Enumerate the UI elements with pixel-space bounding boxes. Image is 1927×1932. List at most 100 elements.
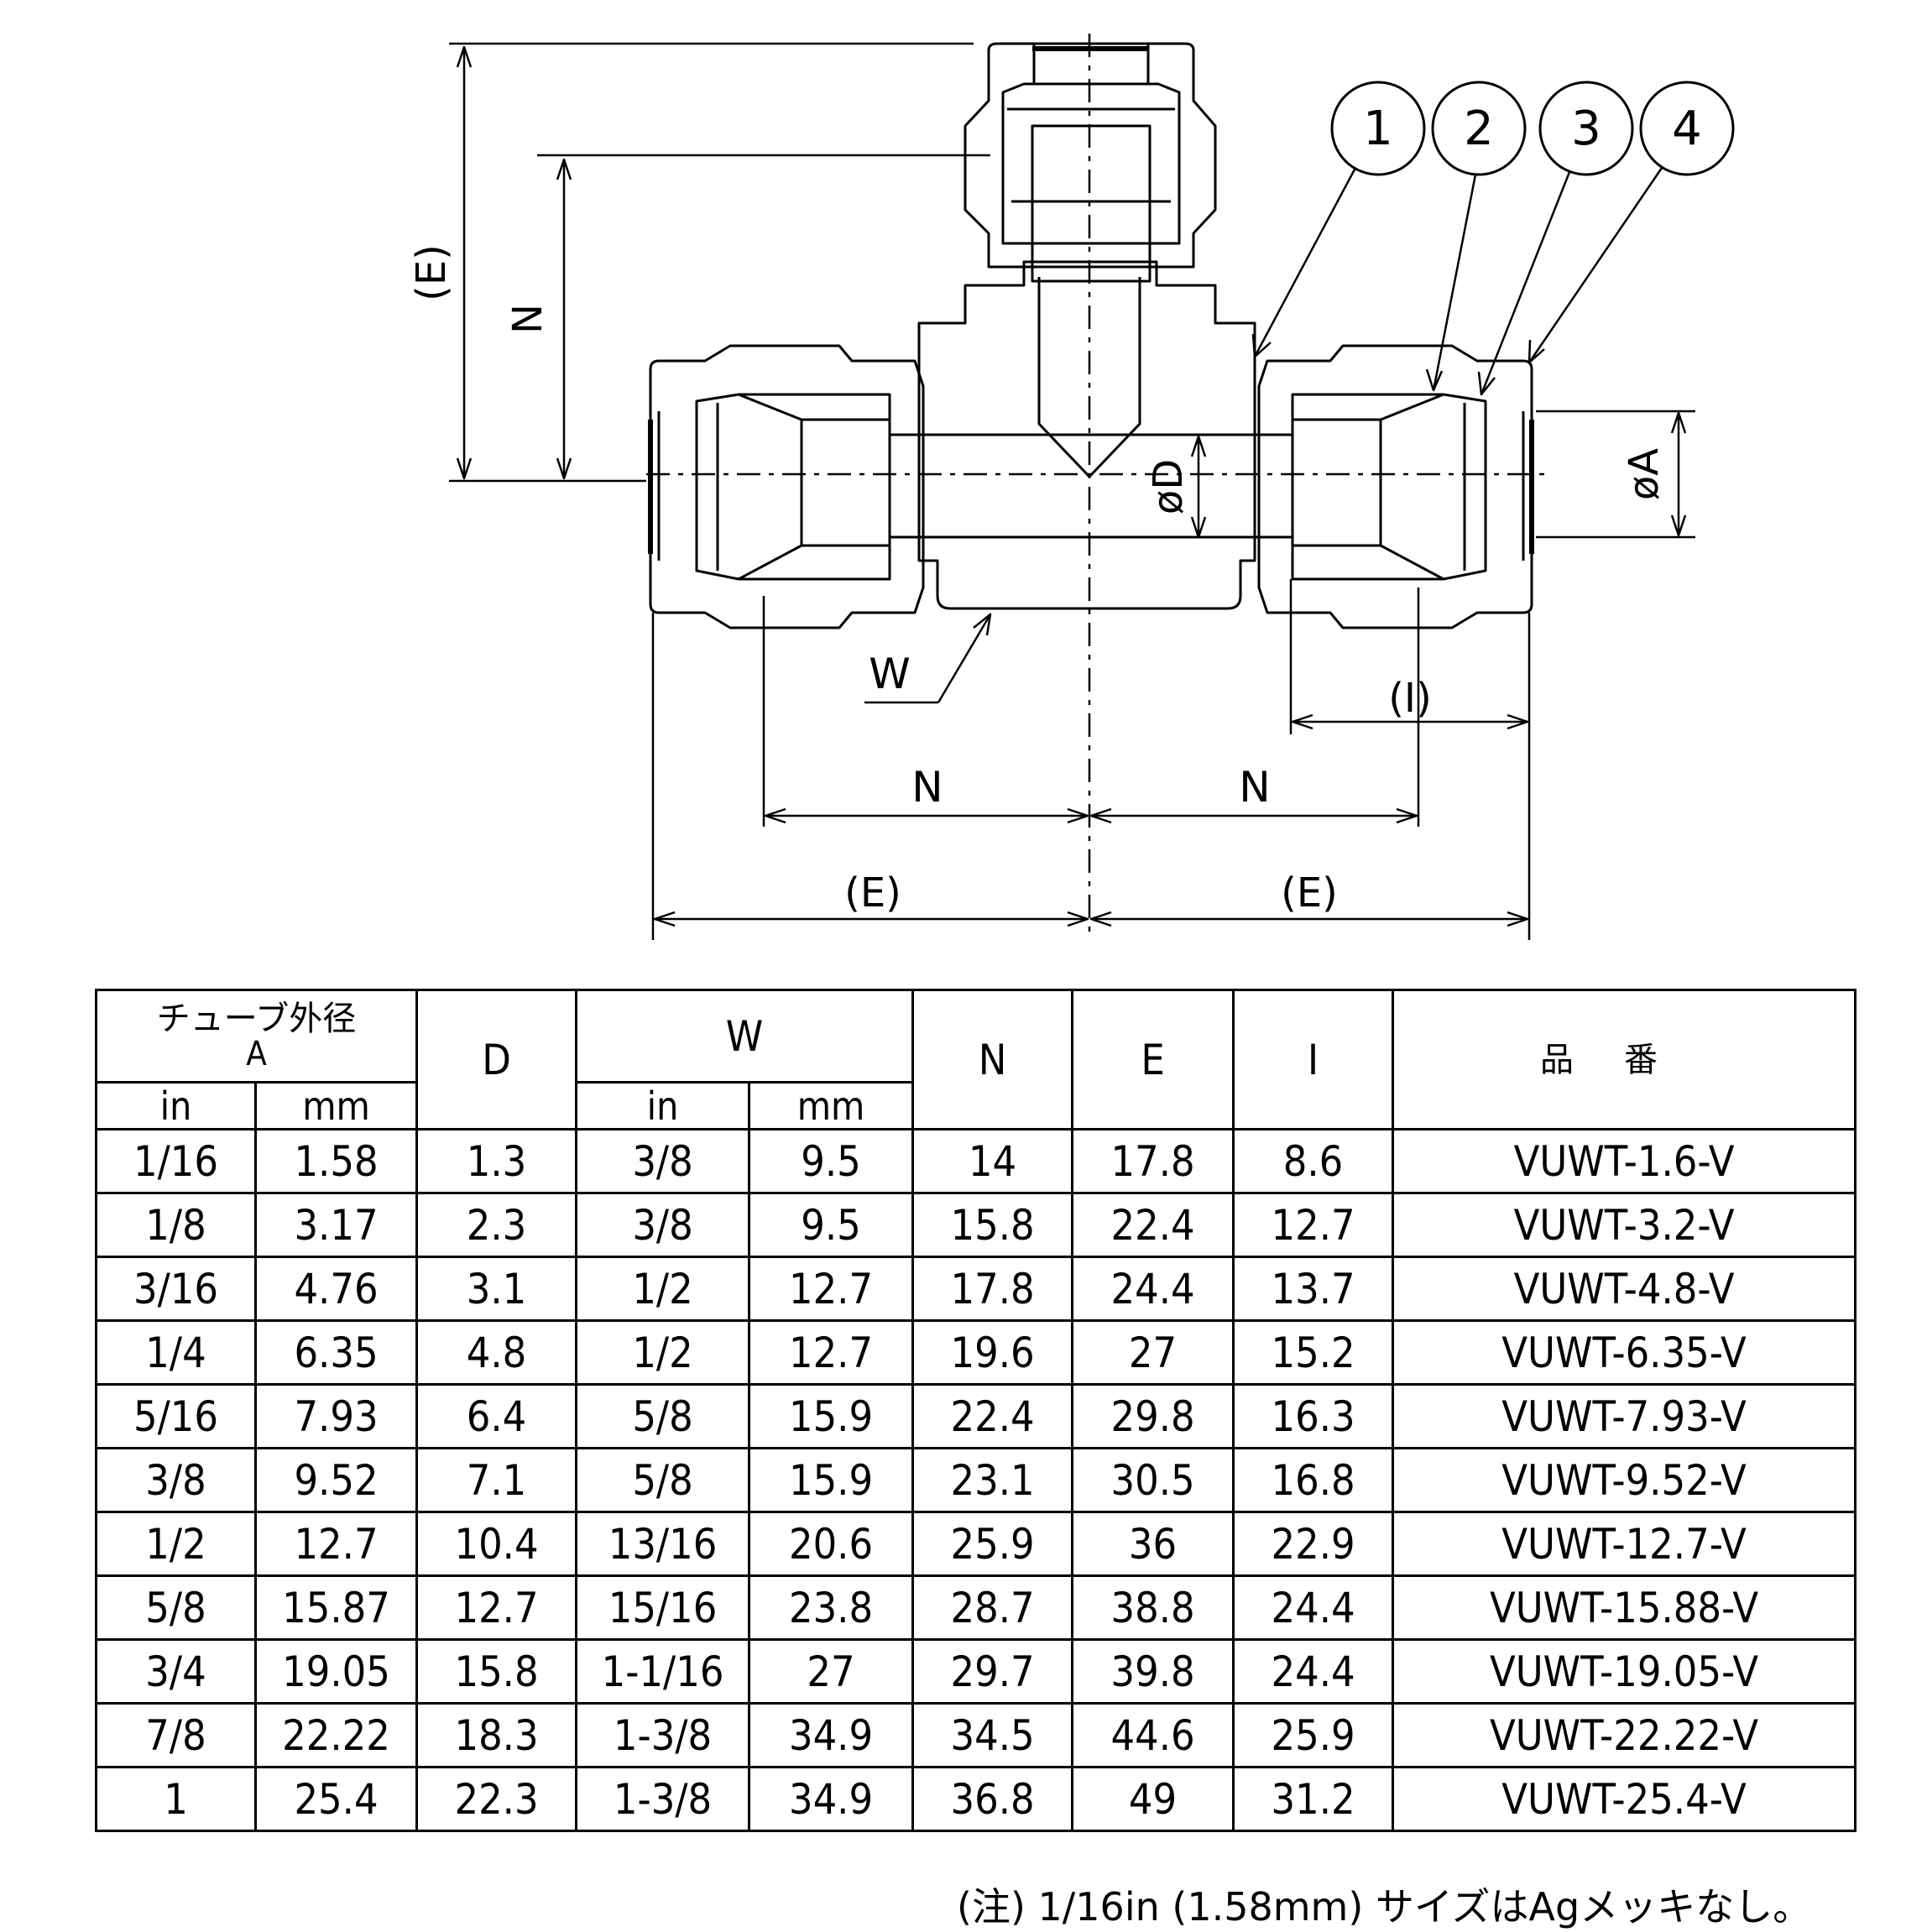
cell-w-in: 1/2: [575, 1256, 751, 1322]
cell-n: 14: [911, 1128, 1074, 1194]
cell-n: 15.8: [911, 1192, 1074, 1258]
header-I: I: [1232, 989, 1395, 1130]
cell-a-mm: 1.58: [253, 1128, 419, 1194]
top-nut: [964, 42, 1217, 283]
footnote: (注) 1/16in (1.58mm) サイズはAgメッキなし。: [957, 1884, 1812, 1929]
svg-text:1: 1: [1363, 102, 1393, 156]
cell-part-no: VUWT-22.22-V: [1392, 1702, 1857, 1768]
center-lines: [646, 34, 1544, 936]
dimension-table: チューブ外径 A D W N E I 品番 in mm in mm 1/16 1…: [94, 989, 1857, 1832]
cell-i: 24.4: [1232, 1638, 1395, 1705]
header-D: D: [415, 989, 578, 1130]
cell-a-mm: 12.7: [253, 1511, 419, 1577]
cell-e: 27: [1071, 1319, 1235, 1386]
cell-i: 25.9: [1232, 1702, 1395, 1768]
cell-i: 16.8: [1232, 1447, 1395, 1513]
left-nut: [648, 344, 925, 629]
header-w-mm: mm: [748, 1081, 915, 1130]
cell-a-in: 1/8: [95, 1192, 257, 1258]
cell-e: 24.4: [1071, 1256, 1235, 1322]
cell-a-in: 5/8: [95, 1574, 257, 1641]
cell-a-mm: 7.93: [253, 1383, 419, 1449]
right-nut: [1257, 344, 1534, 629]
label-E-vertical: (E): [408, 244, 455, 301]
cell-d: 10.4: [415, 1511, 578, 1577]
cell-i: 12.7: [1232, 1192, 1395, 1258]
tee-body: [917, 260, 1256, 610]
cell-w-in: 15/16: [575, 1574, 751, 1641]
table-row: 5/8 15.87 12.7 15/16 23.8 28.7 38.8 24.4…: [95, 1574, 1857, 1641]
cell-i: 31.2: [1232, 1766, 1395, 1832]
cell-a-in: 1/2: [95, 1511, 257, 1577]
cell-w-in: 5/8: [575, 1447, 751, 1513]
cell-part-no: VUWT-25.4-V: [1392, 1766, 1857, 1832]
header-W: W: [575, 989, 915, 1083]
cell-w-mm: 27: [748, 1638, 915, 1705]
extension-lines: [449, 42, 1695, 940]
cell-a-in: 1/4: [95, 1319, 257, 1386]
cell-a-in: 1/16: [95, 1128, 257, 1194]
cell-w-mm: 9.5: [748, 1192, 915, 1258]
table-row: 7/8 22.22 18.3 1-3/8 34.9 34.5 44.6 25.9…: [95, 1702, 1857, 1768]
cell-d: 18.3: [415, 1702, 578, 1768]
cell-e: 17.8: [1071, 1128, 1235, 1194]
cell-n: 29.7: [911, 1638, 1074, 1705]
cell-n: 23.1: [911, 1447, 1074, 1513]
cell-part-no: VUWT-12.7-V: [1392, 1511, 1857, 1577]
cell-i: 8.6: [1232, 1128, 1395, 1194]
cell-part-no: VUWT-15.88-V: [1392, 1574, 1857, 1641]
cell-n: 34.5: [911, 1702, 1074, 1768]
cell-e: 44.6: [1071, 1702, 1235, 1768]
table-row: 1 25.4 22.3 1-3/8 34.9 36.8 49 31.2 VUWT…: [95, 1766, 1857, 1832]
cell-part-no: VUWT-19.05-V: [1392, 1638, 1857, 1705]
balloon-1: 1: [1251, 81, 1426, 358]
cell-a-in: 1: [95, 1766, 257, 1832]
balloon-3: 3: [1477, 81, 1634, 396]
cell-a-mm: 22.22: [253, 1702, 419, 1768]
header-a-in: in: [95, 1081, 257, 1130]
cell-i: 22.9: [1232, 1511, 1395, 1577]
cell-part-no: VUWT-7.93-V: [1392, 1383, 1857, 1449]
label-phiA: øA: [1621, 448, 1668, 500]
cell-a-in: 5/16: [95, 1383, 257, 1449]
dimension-lines: [456, 45, 1687, 927]
header-w-in: in: [575, 1081, 751, 1130]
cell-d: 6.4: [415, 1383, 578, 1449]
cell-e: 49: [1071, 1766, 1235, 1832]
cell-part-no: VUWT-3.2-V: [1392, 1192, 1857, 1258]
cell-w-mm: 9.5: [748, 1128, 915, 1194]
cell-d: 3.1: [415, 1256, 578, 1322]
cell-e: 30.5: [1071, 1447, 1235, 1513]
label-W: W: [869, 650, 910, 698]
svg-text:2: 2: [1464, 102, 1494, 156]
cell-n: 22.4: [911, 1383, 1074, 1449]
cell-e: 22.4: [1071, 1192, 1235, 1258]
label-N-vertical: N: [504, 304, 551, 334]
cell-w-in: 5/8: [575, 1383, 751, 1449]
cell-d: 15.8: [415, 1638, 578, 1705]
cell-n: 17.8: [911, 1256, 1074, 1322]
cell-a-mm: 4.76: [253, 1256, 419, 1322]
cell-w-in: 1/2: [575, 1319, 751, 1386]
balloon-4: 4: [1528, 81, 1735, 364]
cell-d: 1.3: [415, 1128, 578, 1194]
header-a-mm: mm: [253, 1081, 419, 1130]
cell-a-in: 3/4: [95, 1638, 257, 1705]
cell-w-in: 1-3/8: [575, 1766, 751, 1832]
cell-a-mm: 19.05: [253, 1638, 419, 1705]
cell-w-mm: 15.9: [748, 1447, 915, 1513]
cell-w-mm: 34.9: [748, 1766, 915, 1832]
table-row: 3/8 9.52 7.1 5/8 15.9 23.1 30.5 16.8 VUW…: [95, 1447, 1857, 1513]
cell-a-mm: 9.52: [253, 1447, 419, 1513]
cell-n: 36.8: [911, 1766, 1074, 1832]
balloon-2: 2: [1425, 81, 1527, 392]
cell-e: 29.8: [1071, 1383, 1235, 1449]
cell-w-mm: 15.9: [748, 1383, 915, 1449]
table-row: 1/2 12.7 10.4 13/16 20.6 25.9 36 22.9 VU…: [95, 1511, 1857, 1577]
cell-a-in: 3/8: [95, 1447, 257, 1513]
cell-a-mm: 3.17: [253, 1192, 419, 1258]
cell-i: 16.3: [1232, 1383, 1395, 1449]
cell-a-mm: 15.87: [253, 1574, 419, 1641]
cell-w-mm: 20.6: [748, 1511, 915, 1577]
cell-w-in: 3/8: [575, 1192, 751, 1258]
